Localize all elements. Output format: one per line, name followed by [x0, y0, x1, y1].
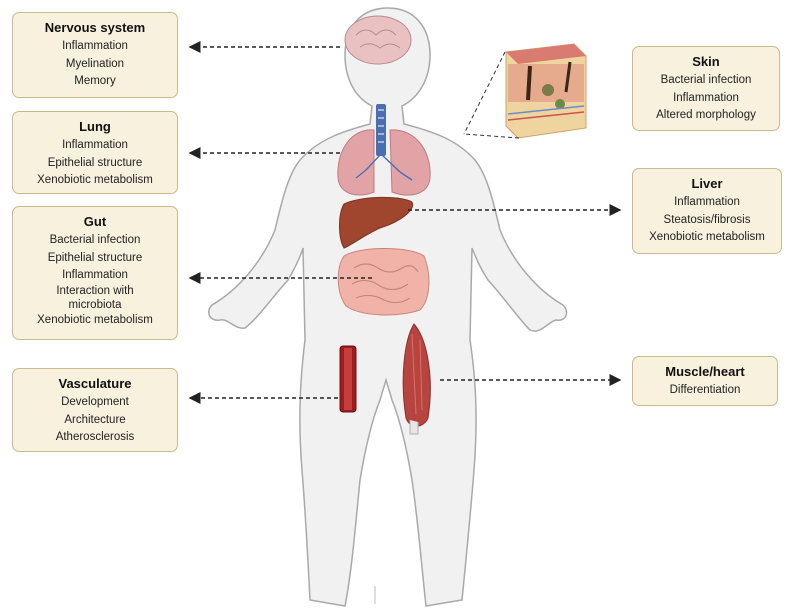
- box-item: Atherosclerosis: [19, 429, 171, 447]
- nervous-system-box: Nervous system Inflammation Myelination …: [12, 12, 178, 98]
- box-title: Liver: [639, 175, 775, 192]
- liver-box: Liver Inflammation Steatosis/fibrosis Xe…: [632, 168, 782, 254]
- box-item: Myelination: [19, 56, 171, 74]
- box-item: Inflammation: [639, 90, 773, 108]
- box-item: Steatosis/fibrosis: [639, 212, 775, 230]
- box-title: Muscle/heart: [639, 363, 771, 380]
- box-item: Epithelial structure: [19, 155, 171, 173]
- box-item: Bacterial infection: [639, 72, 773, 90]
- box-item: Inflammation: [19, 38, 171, 56]
- box-item: Epithelial structure: [19, 250, 171, 268]
- skin-cross-section-icon: [506, 44, 586, 138]
- box-title: Gut: [19, 213, 171, 230]
- box-item: Differentiation: [639, 382, 771, 400]
- blood-vessel-icon: [340, 346, 356, 412]
- lung-box: Lung Inflammation Epithelial structure X…: [12, 111, 178, 194]
- vasculature-box: Vasculature Development Architecture Ath…: [12, 368, 178, 452]
- skin-callout-line: [464, 134, 519, 138]
- box-item: Development: [19, 394, 171, 412]
- box-item: Xenobiotic metabolism: [639, 229, 775, 247]
- box-item: Xenobiotic metabolism: [19, 312, 171, 330]
- box-title: Nervous system: [19, 19, 171, 36]
- intestine-icon: [338, 249, 429, 315]
- brain-icon: [345, 16, 411, 64]
- skin-box: Skin Bacterial infection Inflammation Al…: [632, 46, 780, 131]
- box-item: Architecture: [19, 412, 171, 430]
- box-item: microbiota: [19, 298, 171, 312]
- box-item: Memory: [19, 73, 171, 91]
- box-title: Vasculature: [19, 375, 171, 392]
- box-item: Inflammation: [19, 137, 171, 155]
- box-item: Inflammation: [639, 194, 775, 212]
- box-item: Xenobiotic metabolism: [19, 172, 171, 190]
- box-title: Skin: [639, 53, 773, 70]
- gut-box: Gut Bacterial infection Epithelial struc…: [12, 206, 178, 340]
- muscle-heart-box: Muscle/heart Differentiation: [632, 356, 778, 406]
- skin-callout-line: [464, 52, 505, 134]
- box-item: Altered morphology: [639, 107, 773, 125]
- box-item: Inflammation: [19, 267, 171, 285]
- box-title: Lung: [19, 118, 171, 135]
- box-item: Bacterial infection: [19, 232, 171, 250]
- box-item: Interaction with: [19, 285, 171, 298]
